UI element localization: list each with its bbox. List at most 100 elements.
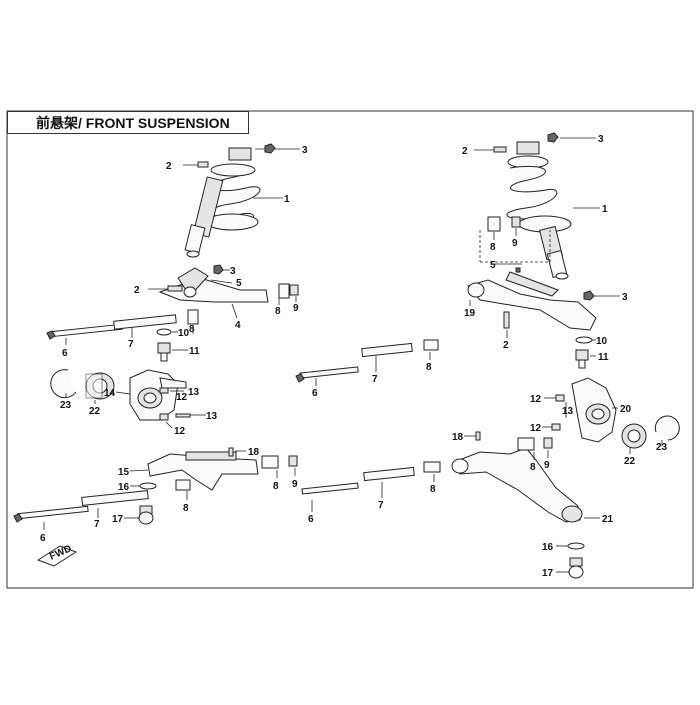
nut-3-mid-left	[213, 264, 224, 275]
pivot-bolt-6-upper-right	[299, 366, 359, 379]
callout-8-lower-left: 8	[273, 481, 279, 492]
callout-12-b-left: 12	[174, 426, 186, 437]
callout-8-lower-right: 8	[530, 462, 536, 473]
callout-21-right: 21	[602, 514, 614, 525]
nut-12-b-left	[159, 413, 169, 421]
callout-11-right: 11	[598, 352, 609, 363]
nut-3-top-left	[264, 143, 276, 154]
ball-joint-17-left	[138, 505, 154, 525]
fwd-arrow-badge	[36, 545, 78, 567]
bolt-2-mid-left	[167, 285, 183, 292]
grease-fitting-18-right	[475, 431, 481, 441]
callout-4-left: 4	[235, 320, 241, 331]
bushing-8-lower-left	[175, 479, 191, 491]
ball-joint-11-left	[157, 342, 171, 362]
callout-6-lower-right: 6	[308, 514, 314, 525]
circlip-23-right	[654, 415, 680, 441]
callout-2-mid-right: 2	[503, 340, 509, 351]
callout-22-right: 22	[624, 456, 636, 467]
callout-12-a-left: 12	[176, 392, 188, 403]
callout-6-lower-left: 6	[40, 533, 46, 544]
callout-7-upper-right: 7	[372, 374, 378, 385]
callout-17-left: 17	[112, 514, 124, 525]
callout-9-lower-left: 9	[292, 479, 298, 490]
circlip-23-left	[50, 369, 77, 399]
sleeve-7-upper-right	[361, 342, 413, 358]
callout-7-lower-left: 7	[94, 519, 100, 530]
callout-8-arm-left: 8	[189, 324, 195, 335]
bushing-8-left	[278, 283, 290, 299]
upper-a-arm-right	[467, 271, 597, 331]
grease-fitting-18-left	[228, 447, 234, 457]
title-box	[7, 111, 249, 134]
knuckle-14-left	[129, 369, 187, 421]
bolt-2-top-right	[493, 146, 507, 153]
callout-12-b-right: 12	[530, 423, 542, 434]
knuckle-20-right	[571, 377, 617, 443]
callout-2-mid-left: 2	[134, 285, 140, 296]
diagram-border	[6, 110, 694, 589]
snap-ring-10-right	[575, 336, 593, 344]
callout-6-upper-left: 6	[62, 348, 68, 359]
callout-9-top-right: 9	[512, 238, 518, 249]
callout-20-right: 20	[620, 404, 632, 415]
nut-3-mid-right	[583, 290, 595, 301]
snap-ring-16-left	[139, 482, 157, 490]
bushing-8-upper-left	[187, 309, 199, 325]
callout-22-left: 22	[89, 406, 101, 417]
callout-8-lower-mid-left: 8	[183, 503, 189, 514]
callout-18-left: 18	[248, 447, 260, 458]
snap-ring-10-left	[156, 328, 172, 336]
bushing-8-lower-right-left	[261, 455, 279, 469]
callout-10-right: 10	[596, 336, 608, 347]
callout-3-mid-right: 3	[622, 292, 628, 303]
callout-12-a-right: 12	[530, 394, 542, 405]
callout-9-upper-left: 9	[293, 303, 299, 314]
callout-7-upper-left: 7	[128, 339, 134, 350]
callout-13-b-left: 13	[206, 411, 218, 422]
callout-18-right: 18	[452, 432, 464, 443]
ball-joint-17-right	[568, 557, 584, 579]
washer-9-lower-right	[543, 437, 553, 449]
callout-9-lower-right: 9	[544, 460, 550, 471]
callout-16-left: 16	[118, 482, 130, 493]
callout-13-a-left: 13	[188, 387, 200, 398]
callout-14-left: 14	[104, 388, 116, 399]
bolt-13-left	[175, 413, 191, 418]
callout-3-mid-left: 3	[230, 266, 236, 277]
callout-19-right: 19	[464, 308, 476, 319]
page-title: 前悬架/ FRONT SUSPENSION	[36, 115, 230, 131]
grease-fitting-5-right	[515, 267, 521, 273]
washer-9-lower-left	[288, 455, 298, 467]
shock-absorber-left	[184, 147, 261, 258]
callout-10-left: 10	[178, 328, 190, 339]
callout-5-right: 5	[490, 260, 496, 271]
callout-1-left: 1	[284, 194, 290, 205]
pivot-bolt-6-lower-left	[17, 505, 89, 520]
callout-23-right: 23	[656, 442, 668, 453]
callout-11-left: 11	[189, 346, 200, 357]
bearing-22-right	[621, 423, 647, 449]
callout-3-top-left: 3	[302, 145, 308, 156]
callout-6-upper-right: 6	[312, 388, 318, 399]
callout-3-top-right: 3	[598, 134, 604, 145]
washer-9-top-right	[511, 216, 521, 228]
nut-12-b-right	[551, 423, 561, 431]
bolt-12-a-right	[555, 394, 565, 402]
bushing-8-lower-mid-right	[423, 461, 441, 473]
callout-8-lower-mid-right: 8	[430, 484, 436, 495]
bolt-2-mid-right	[503, 311, 510, 329]
bearing-22-left	[85, 372, 115, 400]
bolt-2-top-left	[197, 161, 209, 168]
callout-2-top-right: 2	[462, 146, 468, 157]
callout-8-top-right: 8	[490, 242, 496, 253]
sleeve-7-upper-left	[113, 314, 177, 330]
bushing-8-top-right	[487, 216, 501, 232]
lower-a-arm-right	[451, 447, 583, 523]
nut-3-top-right	[547, 132, 559, 143]
callout-2-top-left: 2	[166, 161, 172, 172]
callout-16-right: 16	[542, 542, 554, 553]
shock-absorber-right	[506, 141, 572, 280]
